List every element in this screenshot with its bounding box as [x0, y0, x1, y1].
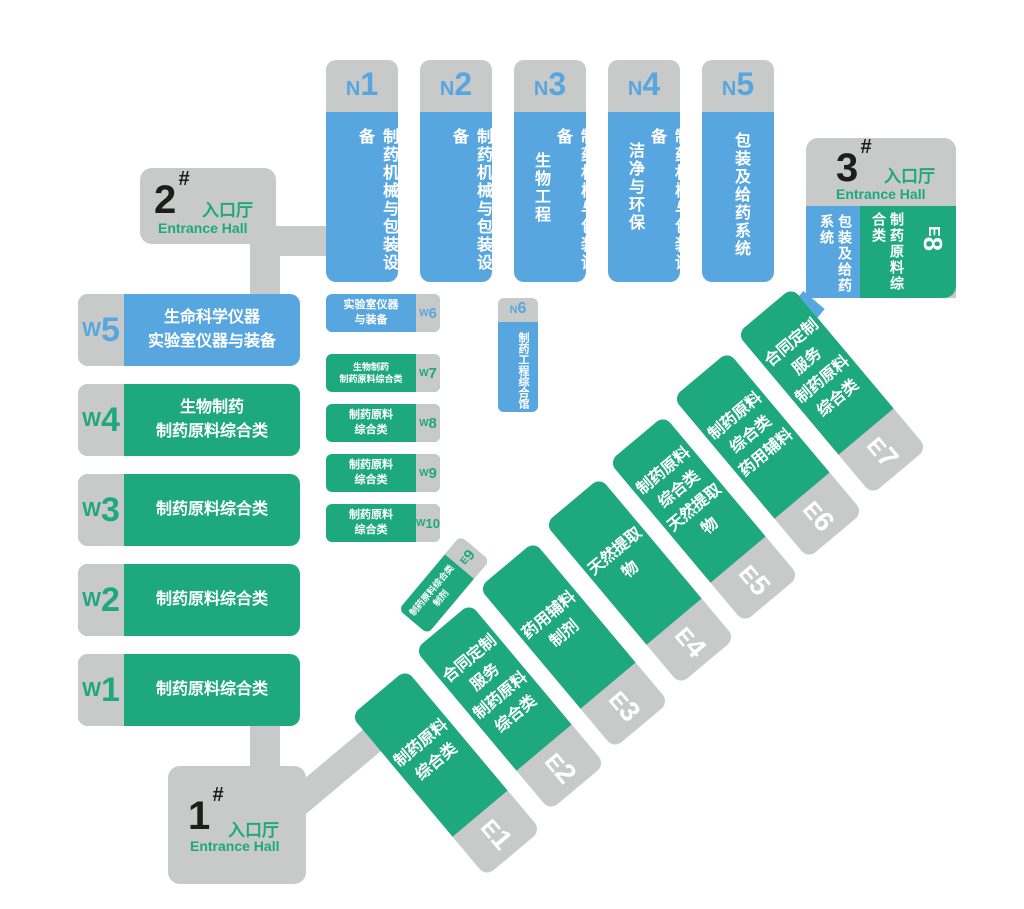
hall-body: 制药原料综合类	[155, 501, 268, 518]
hall-body: 生物制药制药原料综合类	[339, 361, 403, 384]
hall-label-cn: 入口厅	[202, 201, 253, 220]
hall-n6[interactable]: N6 制药工程综合馆	[498, 298, 538, 412]
hall-e8-side-block[interactable]: 包装及给药系统	[806, 206, 860, 298]
hall-body: 制药原料综合类	[349, 409, 393, 436]
hall-number: 2#	[154, 167, 190, 222]
hall-n4[interactable]: N4 制药机械与包装设备 洁净与环保	[608, 60, 680, 282]
entrance-hall-1[interactable]: 1# 入口厅 Entrance Hall	[168, 766, 306, 884]
hall-body: 制药机械与包装设备 生物工程	[514, 112, 586, 282]
hall-body: 制药原料综合类	[155, 681, 268, 698]
hall-n1[interactable]: N1 制药机械与包装设备	[326, 60, 398, 282]
hall-body: 制药机械与包装设备 洁净与环保	[608, 112, 680, 282]
hall-body: 制药原料综合类	[155, 591, 268, 608]
hall-code: N1	[345, 66, 379, 102]
hall-label-en: Entrance Hall	[190, 838, 280, 854]
hall-body: 生物制药制药原料综合类	[155, 399, 268, 440]
hall-body: 制药机械与包装设备	[326, 112, 398, 282]
hall-body: 制药原料综合类	[349, 509, 393, 536]
hall-body: 制药原料综合类	[349, 459, 393, 486]
hall-code: N4	[627, 66, 661, 102]
hall-label-en: Entrance Hall	[158, 220, 248, 236]
hall-body: 实验室仪器与装备	[343, 299, 399, 326]
hall-code: N6	[509, 300, 527, 317]
hall-code: N3	[533, 66, 567, 102]
hall-body: 包装及给药系统	[702, 112, 774, 282]
hall-code: N2	[439, 66, 473, 102]
hall-n5[interactable]: N5 包装及给药系统	[702, 60, 774, 282]
hall-code: N5	[721, 66, 755, 102]
hall-n2[interactable]: N2 制药机械与包装设备	[420, 60, 492, 282]
hall-label-en: Entrance Hall	[836, 186, 926, 202]
hall-label-cn: 入口厅	[884, 167, 935, 186]
hall-e8-code: E8	[918, 226, 948, 252]
hall-e8-label: 制药原料综合类	[871, 212, 905, 292]
hall-number: 3#	[836, 135, 872, 190]
hall-n3[interactable]: N3 制药机械与包装设备 生物工程	[514, 60, 586, 282]
hall-number: 1#	[188, 783, 224, 838]
hall-e8-side-label: 包装及给药系统	[819, 214, 853, 294]
hall-body: 生命科学仪器实验室仪器与装备	[147, 309, 276, 350]
entrance-hall-2[interactable]: 2# 入口厅 Entrance Hall	[140, 168, 276, 244]
hall-label-cn: 入口厅	[228, 821, 279, 840]
hall-body: 制药工程综合馆	[498, 322, 538, 412]
hall-e8[interactable]: 制药原料综合类 E8	[860, 206, 956, 298]
hall-body: 制药机械与包装设备	[420, 112, 492, 282]
